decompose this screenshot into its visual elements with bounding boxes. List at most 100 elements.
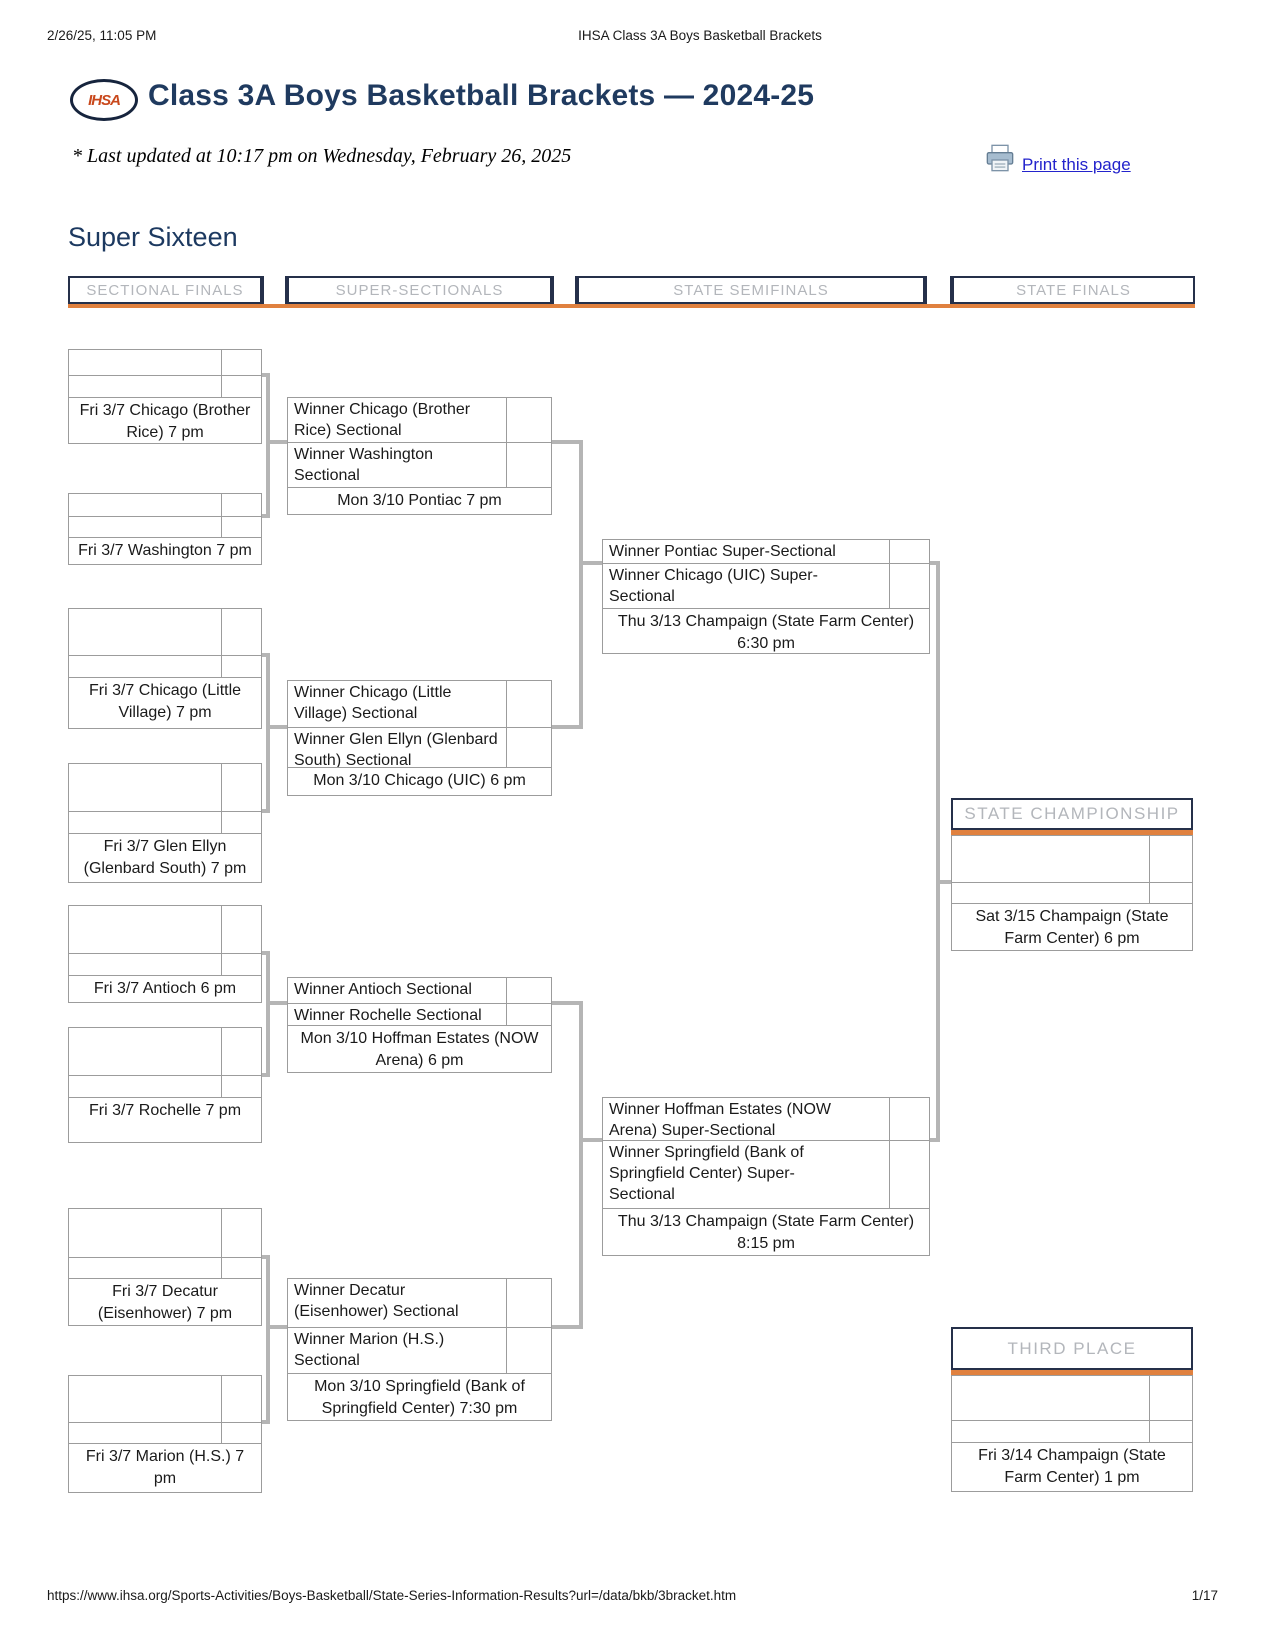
team-label: Winner Springfield (Bank of Springfield … [609,1144,804,1203]
score-cell [221,1258,261,1278]
sectional-final-box-1: Fri 3/7 Chicago (Brother Rice) 7 pm [68,349,262,444]
score-cell [506,978,551,1003]
team-slot [69,1258,261,1279]
team-slot: Winner Hoffman Estates (NOW Arena) Super… [603,1098,929,1141]
sectional-final-box-2: Fri 3/7 Washington 7 pm [68,493,262,565]
team-slot: Winner Chicago (UIC) Super-Sectional [603,564,929,609]
team-label: Winner Glen Ellyn (Glenbard South) Secti… [294,731,498,768]
team-slot [69,1209,261,1258]
game-caption: Thu 3/13 Champaign (State Farm Center) 8… [617,1213,915,1252]
game-caption: Thu 3/13 Champaign (State Farm Center) 6… [617,613,915,652]
score-cell [506,443,551,487]
score-cell [1149,1376,1192,1420]
score-cell [221,1423,261,1443]
team-label: Winner Chicago (Little Village) Sectiona… [294,684,452,722]
team-slot: Winner Pontiac Super-Sectional [603,540,929,564]
team-slot [69,1076,261,1098]
game-caption: Mon 3/10 Chicago (UIC) 6 pm [313,772,526,789]
column-header-separator [552,276,577,304]
print-header-doc-title: IHSA Class 3A Boys Basketball Brackets [578,28,822,43]
team-slot: Winner Decatur (Eisenhower) Sectional [288,1279,551,1328]
score-cell [506,728,551,767]
team-label: Winner Antioch Sectional [294,981,472,998]
score-cell [889,540,929,563]
column-header-sectional-finals: SECTIONAL FINALS [68,276,262,304]
score-cell [889,1098,929,1140]
state-championship-underline [951,830,1193,835]
third-place-header: THIRD PLACE [951,1327,1193,1370]
score-cell [221,656,261,677]
team-slot [69,376,261,398]
team-slot [69,906,261,954]
score-cell [221,376,261,397]
third-place-label: THIRD PLACE [1007,1338,1137,1358]
game-caption: Fri 3/7 Chicago (Brother Rice) 7 pm [79,402,251,441]
score-cell [1149,836,1192,882]
super-sectional-box-1: Winner Chicago (Brother Rice) Sectional … [287,397,552,515]
team-slot: Winner Marion (H.S.) Sectional [288,1328,551,1374]
team-slot [69,1028,261,1076]
team-label: Winner Decatur (Eisenhower) Sectional [294,1282,459,1320]
game-caption: Fri 3/7 Washington 7 pm [78,542,252,559]
team-slot: Winner Chicago (Brother Rice) Sectional [288,398,551,443]
team-slot: Winner Antioch Sectional [288,978,551,1004]
print-header-datetime: 2/26/25, 11:05 PM [47,28,157,43]
score-cell [221,954,261,975]
team-label: Winner Rochelle Sectional [294,1007,482,1024]
score-cell [221,812,261,833]
third-place-box: Fri 3/14 Champaign (State Farm Center) 1… [951,1375,1193,1492]
team-slot: Winner Springfield (Bank of Springfield … [603,1141,929,1209]
print-footer-url: https://www.ihsa.org/Sports-Activities/B… [47,1588,737,1603]
team-slot [69,1376,261,1423]
super-sectional-box-2: Winner Chicago (Little Village) Sectiona… [287,680,552,796]
sectional-final-box-7: Fri 3/7 Decatur (Eisenhower) 7 pm [68,1208,262,1326]
sectional-final-box-8: Fri 3/7 Marion (H.S.) 7 pm [68,1375,262,1493]
team-slot [952,1421,1192,1443]
team-slot [69,1423,261,1444]
team-slot [952,883,1192,904]
sectional-final-box-6: Fri 3/7 Rochelle 7 pm [68,1027,262,1143]
sectional-final-box-3: Fri 3/7 Chicago (Little Village) 7 pm [68,608,262,729]
team-slot [69,609,261,656]
game-caption: Fri 3/7 Decatur (Eisenhower) 7 pm [97,1283,233,1322]
print-this-page-link[interactable]: Print this page [1022,155,1131,174]
ihsa-logo-text: IHSA [88,91,121,109]
column-header-label: SUPER-SECTIONALS [335,281,504,299]
game-caption: Fri 3/7 Antioch 6 pm [93,980,237,997]
team-slot [69,764,261,812]
state-championship-header: STATE CHAMPIONSHIP [951,798,1193,830]
team-slot [69,812,261,834]
score-cell [221,764,261,811]
team-label: Winner Washington Sectional [294,446,434,484]
column-header-state-finals: STATE FINALS [952,276,1195,304]
state-semifinal-box-1: Winner Pontiac Super-Sectional Winner Ch… [602,539,930,654]
state-semifinal-box-2: Winner Hoffman Estates (NOW Arena) Super… [602,1097,930,1256]
game-caption: Mon 3/10 Springfield (Bank of Springfiel… [314,1378,525,1417]
score-cell [889,1141,929,1208]
column-header-label: STATE SEMIFINALS [673,281,829,299]
score-cell [221,609,261,655]
team-slot [69,494,261,517]
sectional-final-box-5: Fri 3/7 Antioch 6 pm [68,905,262,1003]
score-cell [221,517,261,537]
game-caption: Fri 3/7 Rochelle 7 pm [88,1102,242,1119]
score-cell [221,1376,261,1422]
team-slot [69,954,261,976]
team-slot: Winner Rochelle Sectional [288,1004,551,1026]
team-slot: Winner Chicago (Little Village) Sectiona… [288,681,551,728]
score-cell [1149,1421,1192,1442]
column-header-state-semifinals: STATE SEMIFINALS [577,276,925,304]
game-caption: Fri 3/14 Champaign (State Farm Center) 1… [978,1447,1166,1486]
score-cell [889,564,929,608]
team-slot [69,517,261,538]
team-slot [69,656,261,678]
super-sectional-box-3: Winner Antioch Sectional Winner Rochelle… [287,977,552,1073]
game-caption: Sat 3/15 Champaign (State Farm Center) 6… [975,908,1169,947]
column-header-separator [262,276,287,304]
team-slot [69,350,261,376]
game-caption: Fri 3/7 Glen Ellyn (Glenbard South) 7 pm [83,838,247,877]
score-cell [221,1076,261,1097]
print-icon[interactable] [984,142,1016,174]
game-caption: Fri 3/7 Chicago (Little Village) 7 pm [88,682,242,721]
